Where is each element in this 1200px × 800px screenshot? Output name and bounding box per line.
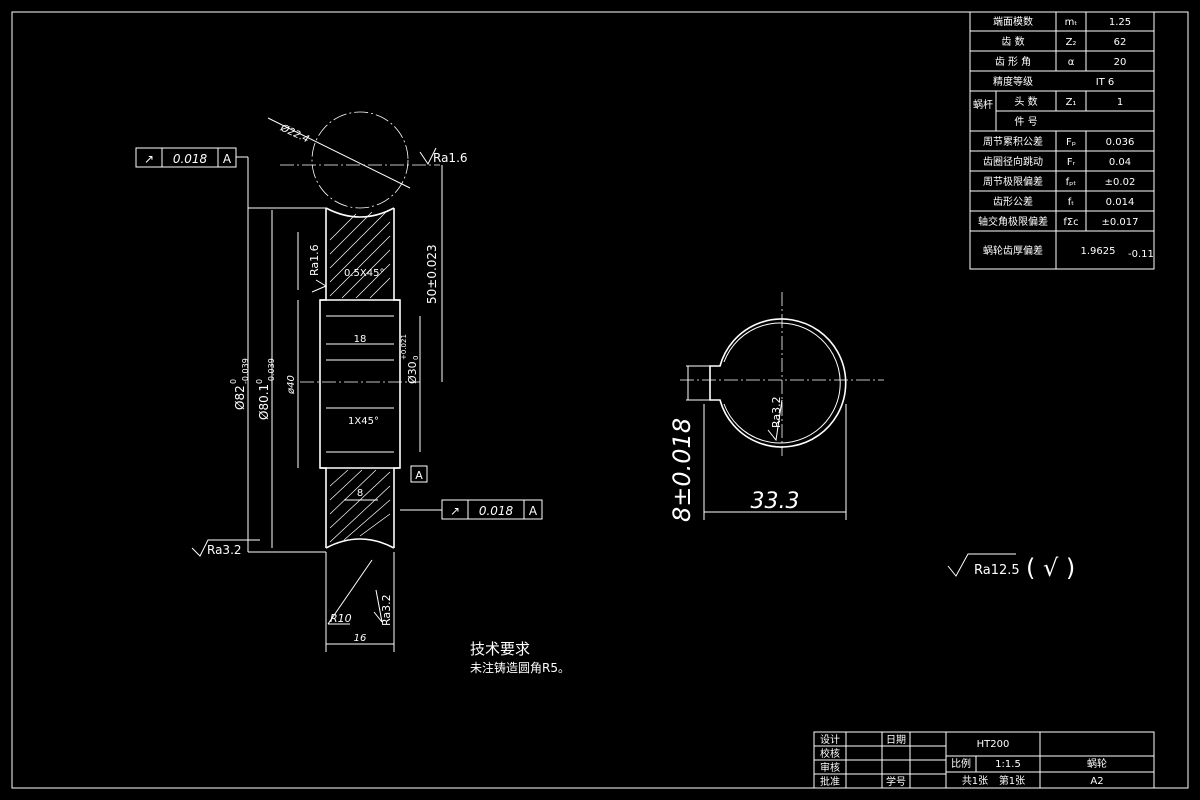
dim-face: 16	[354, 633, 367, 644]
drawing-border	[11, 11, 1189, 789]
runout-symbol-top: ↗	[144, 152, 154, 166]
tb-size: A2	[1090, 776, 1103, 787]
dim-od-tol-low: -0.039	[241, 358, 250, 384]
param-symbol-10: fΣc	[1063, 217, 1078, 228]
general-rough-paren: ( √ )	[1026, 554, 1075, 582]
title-block: 设计 校核 审核 批准 日期 学号 HT200 比例 1:1.5 共1张 第1张…	[813, 731, 1155, 789]
param-value-2: 20	[1114, 57, 1127, 68]
dim-pitch-tol-low: -0.039	[267, 358, 276, 384]
dim-web: 8	[357, 488, 363, 499]
general-roughness: Ra12.5 ( √ )	[947, 553, 1075, 582]
params-table: 端面模数 mₜ 1.25 齿 数 Z₂ 62 齿 形 角 α 20 精度等级 I…	[969, 11, 1155, 270]
param-symbol-8: fₚₜ	[1066, 177, 1077, 188]
tb-sheets: 共1张	[962, 775, 988, 787]
param-label-1: 齿 数	[1001, 35, 1024, 48]
param-symbol-9: fₜ	[1068, 197, 1075, 208]
param-value-6: 0.036	[1106, 137, 1135, 148]
runout-datum-bottom: A	[529, 504, 538, 518]
runout-value-bottom: 0.018	[479, 504, 514, 518]
dim-hub-width: 18	[354, 334, 367, 345]
dim-radius: R10	[330, 612, 352, 625]
dim-pitch-tol-up: 0	[255, 379, 264, 384]
runout-datum-top: A	[223, 152, 232, 166]
param-thickness-tol: -0.11	[1128, 249, 1154, 260]
tb-student-no: 学号	[886, 775, 906, 788]
param-symbol-0: mₜ	[1065, 17, 1078, 28]
tb-part-name: 蜗轮	[1087, 757, 1107, 770]
notes-line1: 未注铸造圆角R5。	[470, 660, 570, 675]
gear-section-view: Ø22.4	[135, 111, 543, 652]
keyway-width: 8±0.018	[668, 418, 696, 522]
dim-chamfer-large: 1X45°	[348, 416, 379, 427]
param-label-7: 齿圈径向跳动	[983, 155, 1043, 168]
dim-chamfer-small: 0.5X45°	[344, 268, 384, 279]
keyway-view: 8±0.018 33.3 Ra3.2	[668, 292, 884, 522]
rough-r10: Ra3.2	[380, 594, 393, 626]
notes-title: 技术要求	[470, 640, 530, 658]
param-value-4: 1	[1117, 97, 1123, 108]
param-value-0: 1.25	[1109, 17, 1131, 28]
datum-label: A	[415, 469, 423, 482]
runout-value-top: 0.018	[173, 152, 208, 166]
param-value-3: IT 6	[1096, 77, 1115, 88]
param-label-10: 轴交角极限偏差	[978, 215, 1048, 228]
tol-frame-top: ↗ 0.018 A	[135, 147, 249, 208]
param-value-10: ±0.017	[1101, 217, 1138, 228]
param-value-8: ±0.02	[1105, 177, 1136, 188]
param-symbol-2: α	[1068, 57, 1075, 68]
param-label-11: 蜗轮齿厚偏差	[983, 244, 1043, 257]
param-symbol-6: Fₚ	[1066, 137, 1076, 148]
tb-date: 日期	[886, 734, 906, 746]
tb-sheet-no: 第1张	[999, 774, 1025, 787]
dim-od: Ø82	[233, 385, 247, 410]
param-symbol-1: Z₂	[1066, 37, 1077, 48]
dim-pitch: Ø80.1	[257, 384, 271, 420]
dim-hub-d: ø40	[286, 375, 297, 395]
param-label-9: 齿形公差	[993, 195, 1033, 208]
tb-approve: 批准	[820, 775, 840, 788]
tol-frame-bottom: ↗ 0.018 A	[400, 499, 543, 520]
param-group-label: 蜗杆	[973, 99, 993, 111]
param-label-4: 头 数	[1014, 95, 1037, 108]
param-label-8: 周节极限偏差	[983, 175, 1043, 188]
tb-check: 校核	[820, 747, 840, 760]
param-value-7: 0.04	[1109, 157, 1131, 168]
dim-bore: Ø30	[406, 361, 419, 384]
param-label-2: 齿 形 角	[995, 56, 1031, 68]
rough-bottom: Ra3.2	[207, 543, 242, 557]
param-symbol-7: Fᵣ	[1067, 157, 1076, 168]
keyway-depth: 33.3	[751, 489, 800, 514]
hatch-lower	[329, 469, 391, 543]
param-value-9: 0.014	[1106, 197, 1135, 208]
worm-circle	[311, 111, 409, 209]
param-label-5: 件 号	[1014, 116, 1037, 128]
dim-bore-tol-low: 0	[412, 356, 420, 360]
tb-scale-label: 比例	[951, 757, 971, 770]
general-rough-value: Ra12.5	[974, 563, 1020, 578]
param-label-3: 精度等级	[993, 75, 1033, 88]
runout-symbol-bottom: ↗	[450, 504, 460, 518]
tb-design: 设计	[820, 733, 840, 746]
dim-worm-dia: Ø22.4	[278, 121, 311, 145]
tb-material: HT200	[977, 739, 1010, 750]
tb-scale-value: 1:1.5	[995, 759, 1021, 770]
tb-review: 审核	[820, 761, 840, 774]
dim-center: 50±0.023	[425, 244, 439, 304]
param-label-6: 周节累积公差	[983, 135, 1043, 148]
rough-hub: Ra1.6	[308, 244, 321, 276]
param-label-0: 端面模数	[993, 15, 1033, 28]
rough-top: Ra1.6	[433, 151, 468, 165]
keyway-rough: Ra3.2	[770, 396, 783, 428]
param-value-11: 1.9625	[1081, 246, 1116, 257]
param-value-1: 62	[1114, 37, 1127, 48]
hatch-upper	[329, 209, 391, 299]
param-symbol-4: Z₁	[1066, 97, 1077, 108]
dim-bore-tol-up: +0.021	[400, 334, 408, 360]
dim-od-tol-up: 0	[229, 379, 238, 384]
